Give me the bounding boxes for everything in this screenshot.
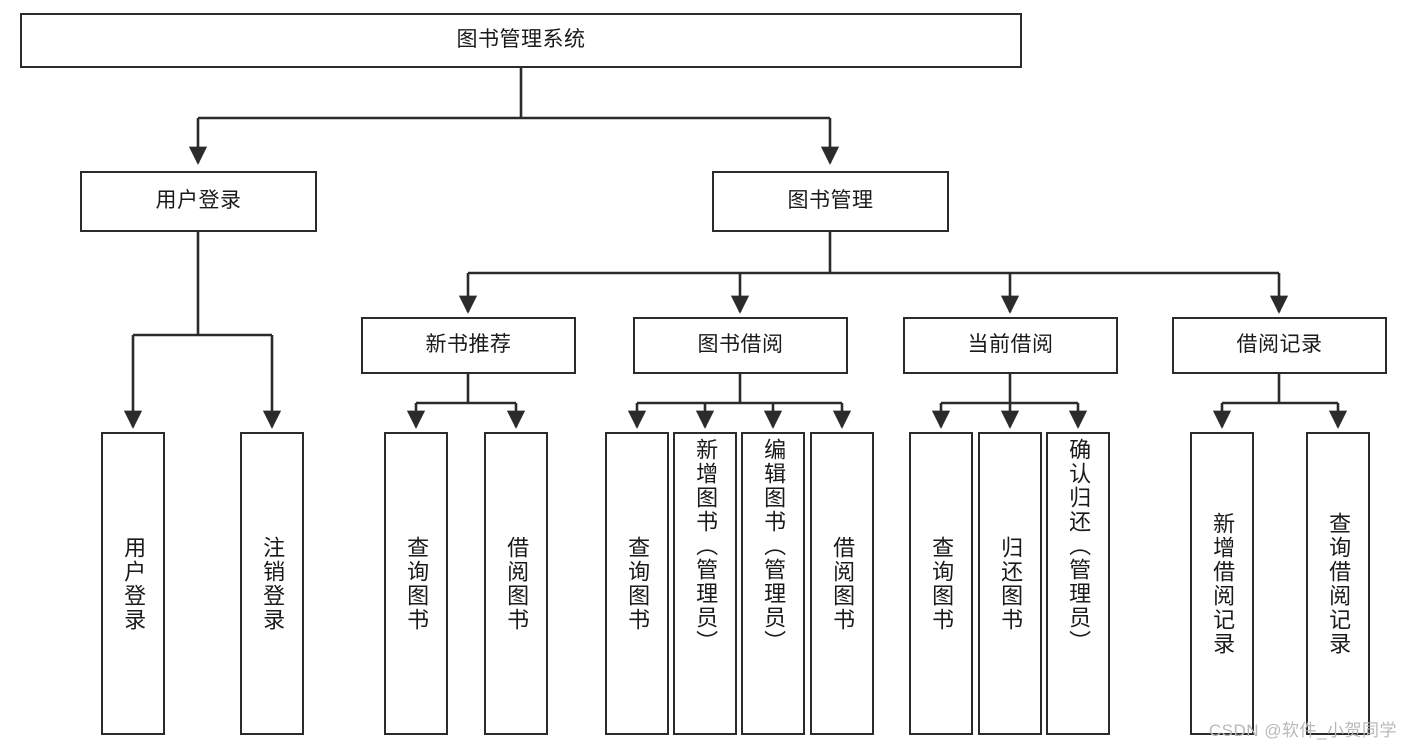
- leaf-query-book-3[interactable]: 查询图书: [909, 432, 973, 735]
- csdn-watermark: CSDN @软件_小贺同学: [1208, 721, 1397, 740]
- leaf-add-borrow-record[interactable]: 新增借阅记录: [1190, 432, 1254, 735]
- leaf-confirm-return-admin[interactable]: 确认归还（管理员）: [1046, 432, 1110, 735]
- leaf-query-book-3-label: 查询图书: [929, 535, 955, 632]
- leaf-logout[interactable]: 注销登录: [240, 432, 304, 735]
- leaf-confirm-return-admin-label: 确认归还（管理员）: [1066, 438, 1092, 654]
- leaf-return-book[interactable]: 归还图书: [978, 432, 1042, 735]
- leaf-query-book-2-label: 查询图书: [625, 535, 651, 632]
- leaf-borrow-book-2[interactable]: 借阅图书: [810, 432, 874, 735]
- leaf-query-borrow-record[interactable]: 查询借阅记录: [1306, 432, 1370, 735]
- leaf-add-book-admin-label: 新增图书（管理员）: [693, 438, 719, 654]
- leaf-user-login[interactable]: 用户登录: [101, 432, 165, 735]
- node-borrow-record[interactable]: 借阅记录: [1172, 317, 1387, 374]
- node-book-borrow-label: 图书借阅: [697, 333, 784, 357]
- node-new-book-recommend-label: 新书推荐: [425, 333, 512, 357]
- node-current-borrow-label: 当前借阅: [967, 333, 1054, 357]
- node-book-management[interactable]: 图书管理: [712, 171, 949, 232]
- node-user-login[interactable]: 用户登录: [80, 171, 317, 232]
- leaf-add-book-admin[interactable]: 新增图书（管理员）: [673, 432, 737, 735]
- node-borrow-record-label: 借阅记录: [1236, 333, 1323, 357]
- leaf-borrow-book-2-label: 借阅图书: [830, 535, 856, 632]
- leaf-user-login-label: 用户登录: [121, 535, 147, 632]
- node-current-borrow[interactable]: 当前借阅: [903, 317, 1118, 374]
- leaf-query-book-2[interactable]: 查询图书: [605, 432, 669, 735]
- leaf-logout-label: 注销登录: [260, 535, 286, 632]
- leaf-query-book-1-label: 查询图书: [404, 535, 430, 632]
- node-new-book-recommend[interactable]: 新书推荐: [361, 317, 576, 374]
- leaf-borrow-book-1-label: 借阅图书: [504, 535, 530, 632]
- leaf-query-borrow-record-label: 查询借阅记录: [1326, 511, 1352, 656]
- leaf-edit-book-admin[interactable]: 编辑图书（管理员）: [741, 432, 805, 735]
- leaf-edit-book-admin-label: 编辑图书（管理员）: [761, 438, 787, 654]
- node-book-borrow[interactable]: 图书借阅: [633, 317, 848, 374]
- leaf-borrow-book-1[interactable]: 借阅图书: [484, 432, 548, 735]
- leaf-return-book-label: 归还图书: [998, 535, 1024, 632]
- node-root-label: 图书管理系统: [456, 28, 586, 52]
- leaf-query-book-1[interactable]: 查询图书: [384, 432, 448, 735]
- node-book-management-label: 图书管理: [787, 189, 874, 213]
- node-root[interactable]: 图书管理系统: [20, 13, 1022, 68]
- node-user-login-label: 用户登录: [155, 189, 242, 213]
- leaf-add-borrow-record-label: 新增借阅记录: [1210, 511, 1236, 656]
